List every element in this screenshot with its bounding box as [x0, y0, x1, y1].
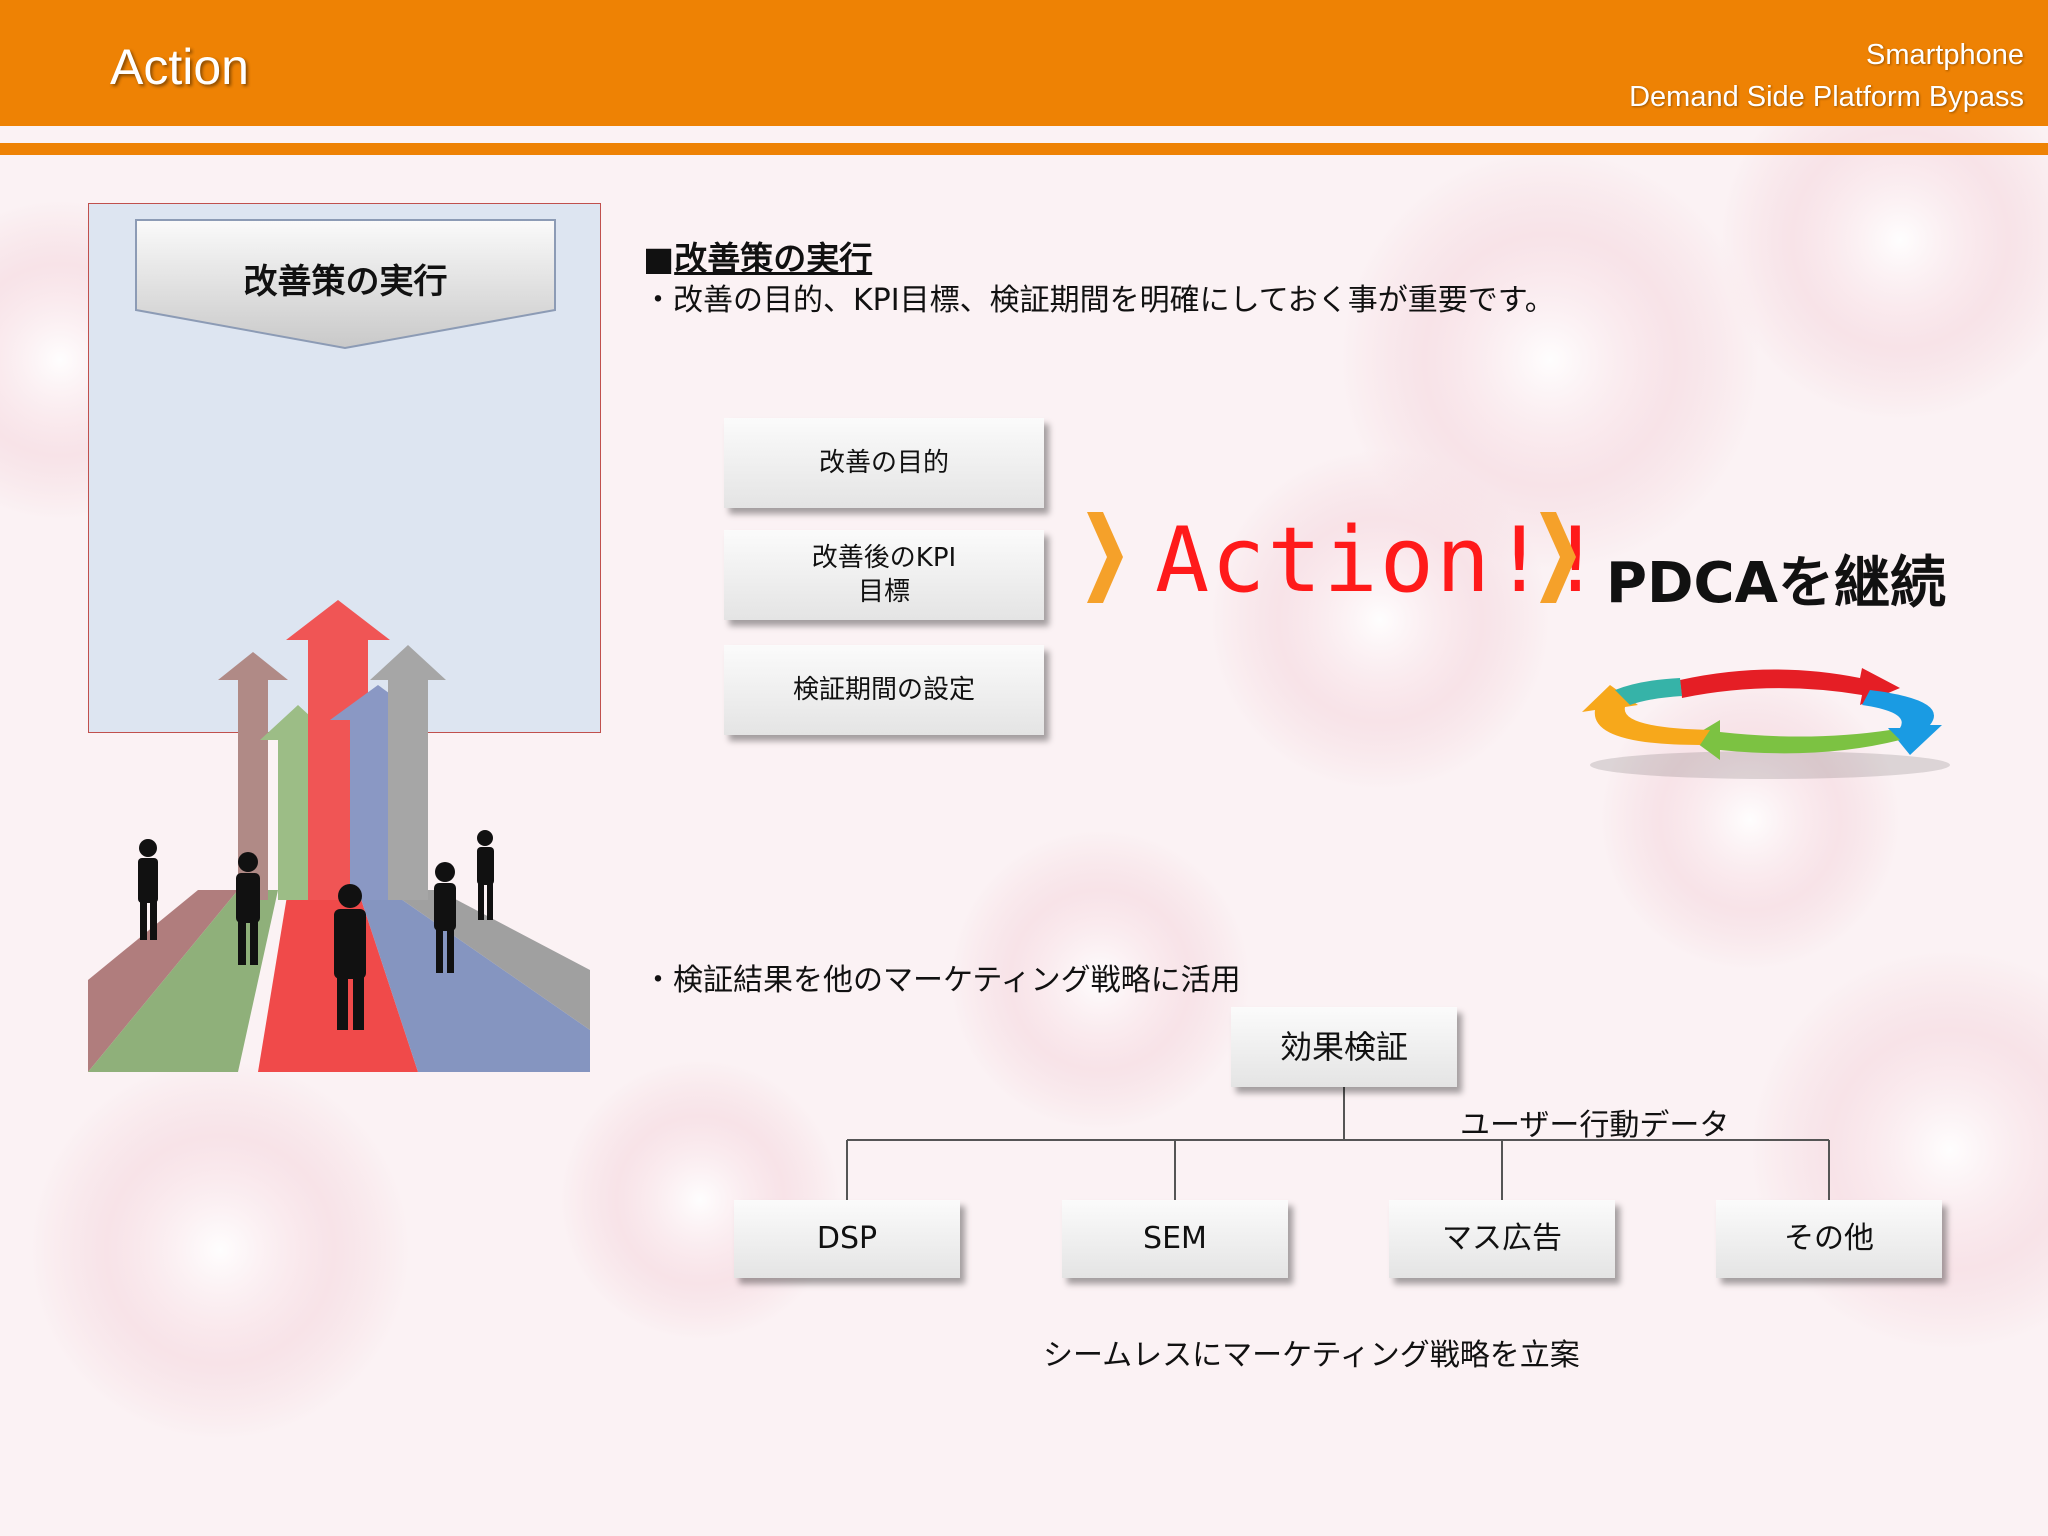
- branch-label: ユーザー行動データ: [1460, 1108, 1730, 1143]
- flow-box-period-line1: 検証期間の設定: [792, 675, 975, 705]
- heading-text: 改善策の実行: [674, 239, 873, 278]
- pdca-text: PDCAを継続: [1606, 551, 1946, 616]
- section2-description: ・検証結果を他のマーケティング戦略に活用: [643, 963, 1241, 998]
- cycle-arrows-icon: [1582, 668, 1950, 779]
- chevron-right-icon: [1087, 512, 1123, 603]
- footer-caption: シームレスにマーケティング戦略を立案: [1043, 1338, 1580, 1373]
- header-subtitle: Smartphone Demand Side Platform Bypass: [1629, 34, 2024, 118]
- child-node: DSP: [734, 1200, 960, 1278]
- flow-box-purpose-line1: 改善の目的: [818, 448, 949, 478]
- child-node: その他: [1716, 1200, 1942, 1278]
- chevron-shape: [135, 219, 556, 350]
- action-headline: Action!!: [1155, 508, 1605, 613]
- section-heading: ■改善策の実行: [643, 232, 872, 280]
- child-node-label: マス広告: [1442, 1221, 1562, 1256]
- subtitle-line-1: Smartphone: [1866, 39, 2024, 71]
- child-node: SEM: [1062, 1200, 1288, 1278]
- subtitle-line-2: Demand Side Platform Bypass: [1629, 81, 2024, 113]
- chevron-label: 改善策の実行: [243, 262, 448, 302]
- flow-box-purpose: 改善の目的: [724, 418, 1044, 508]
- root-node-label: 効果検証: [1279, 1028, 1408, 1066]
- section-description: ・改善の目的、KPI目標、検証期間を明確にしておく事が重要です。: [643, 283, 1555, 318]
- root-node: 効果検証: [1231, 1007, 1457, 1087]
- child-node-label: SEM: [1143, 1221, 1207, 1256]
- flow-box-kpi-line1: 改善後のKPI: [811, 543, 957, 573]
- header-divider: [0, 143, 2048, 155]
- page-title: Action: [110, 39, 249, 95]
- child-node: マス広告: [1389, 1200, 1615, 1278]
- business-people-arrows-illustration: [88, 600, 590, 1072]
- child-node-label: DSP: [816, 1221, 878, 1256]
- heading-square-mark: ■: [643, 239, 675, 278]
- flow-box-period: 検証期間の設定: [724, 645, 1044, 735]
- chevron-right-icon: [1540, 512, 1576, 603]
- flow-box-kpi: 改善後のKPI 目標: [724, 530, 1044, 620]
- header-bar: [0, 0, 2048, 126]
- child-node-label: その他: [1784, 1221, 1874, 1256]
- flow-box-kpi-line2: 目標: [857, 577, 910, 607]
